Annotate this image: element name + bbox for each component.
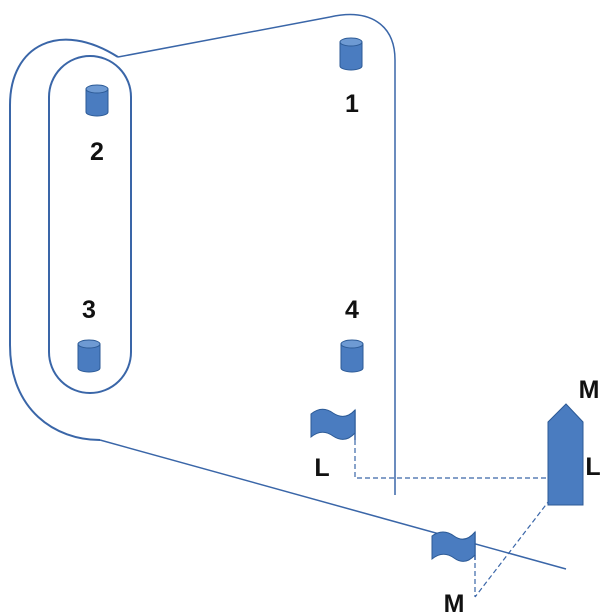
signboard-icon — [547, 403, 584, 506]
flag-lower-icon — [431, 530, 476, 562]
dashed-guide-horizontal — [354, 440, 548, 479]
post-2-icon — [85, 84, 109, 117]
outer-loop-line — [9, 38, 119, 441]
signboard-top-label: M — [579, 376, 600, 404]
post-4-icon — [340, 339, 364, 373]
flag-upper-label: L — [314, 454, 329, 482]
signboard-side-label: L — [585, 453, 600, 481]
post-1-icon — [339, 37, 363, 71]
right-course-line — [329, 13, 396, 495]
post-1-label: 1 — [345, 90, 359, 118]
top-course-line — [117, 16, 331, 58]
bottom-course-line — [99, 439, 567, 570]
dashed-guide-diagonal — [474, 492, 556, 598]
inner-loop-line — [48, 55, 132, 394]
flag-lower-label: M — [444, 590, 465, 615]
post-3-icon — [77, 339, 101, 373]
flag-upper-icon — [310, 408, 356, 440]
post-2-label: 2 — [90, 138, 104, 166]
post-3-label: 3 — [82, 296, 96, 324]
post-4-label: 4 — [345, 296, 359, 324]
